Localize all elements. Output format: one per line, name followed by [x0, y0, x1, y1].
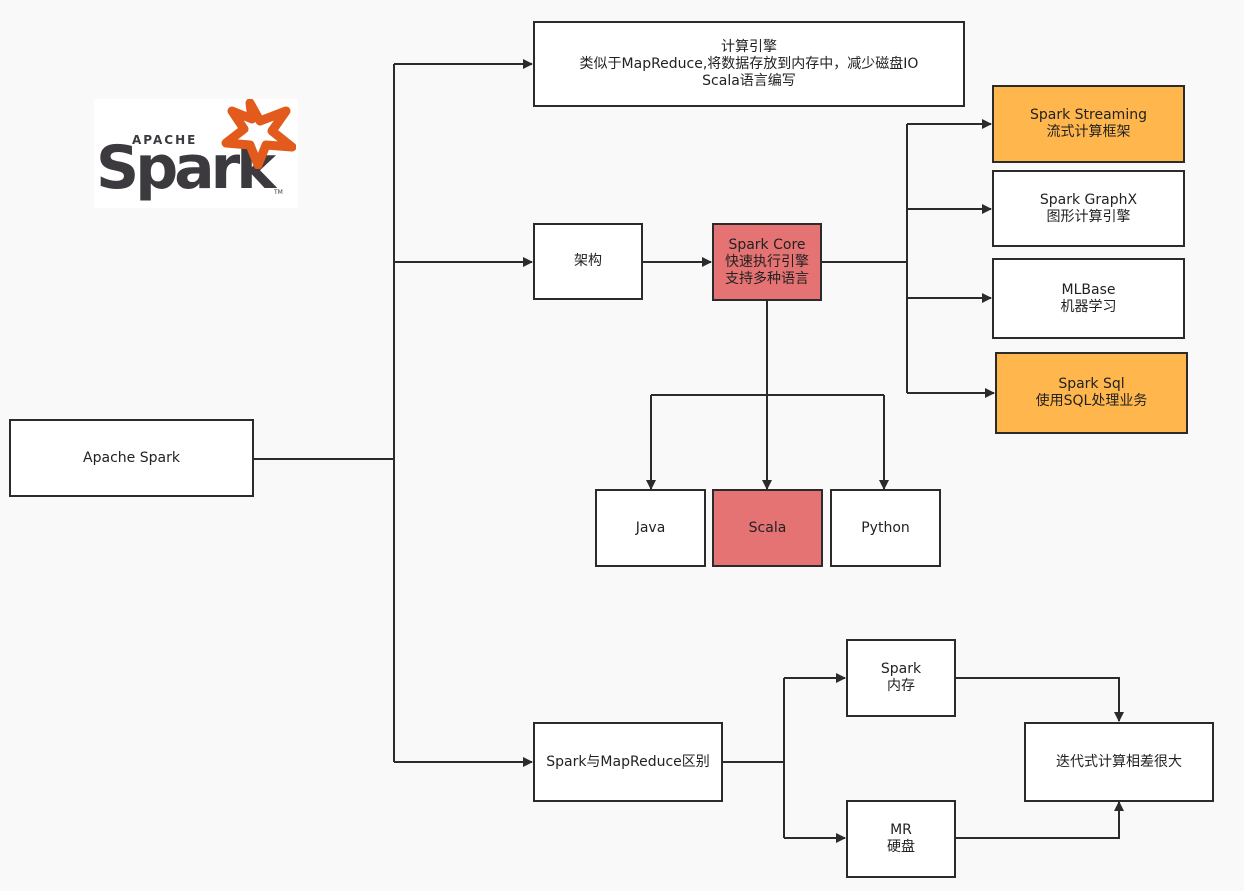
- node-spark-graphx[interactable]: Spark GraphX 图形计算引擎: [992, 170, 1185, 247]
- node-java[interactable]: Java: [595, 489, 706, 567]
- node-spark-vs-mapreduce[interactable]: Spark与MapReduce区别: [533, 722, 723, 802]
- node-line: 快速执行引擎: [725, 253, 809, 270]
- spark-star-icon: [221, 99, 296, 169]
- node-mr-disk[interactable]: MR 硬盘: [846, 800, 956, 878]
- logo-tm-text: TM: [274, 189, 283, 196]
- node-line: Spark: [880, 661, 922, 677]
- node-line: Spark与MapReduce区别: [546, 753, 710, 770]
- edge-spark-to-iterative: [955, 677, 1124, 722]
- node-line: 机器学习: [1060, 298, 1117, 315]
- node-line: Python: [861, 519, 910, 536]
- edge-mr-to-iterative: [955, 801, 1124, 839]
- node-architecture[interactable]: 架构: [533, 223, 643, 300]
- node-line: Spark Sql: [1058, 376, 1125, 392]
- node-iterative-compute[interactable]: 迭代式计算相差很大: [1024, 722, 1214, 802]
- node-apache-spark[interactable]: Apache Spark: [9, 419, 254, 497]
- node-line: Spark Core: [728, 236, 806, 253]
- node-line: MR: [890, 822, 912, 838]
- node-line: 图形计算引擎: [1046, 208, 1131, 225]
- node-line: 架构: [574, 253, 602, 269]
- node-compute-engine[interactable]: 计算引擎 类似于MapReduce,将数据存放到内存中，减少磁盘IO Scala…: [533, 21, 965, 107]
- logo-apache-text: APACHE: [132, 133, 198, 147]
- apache-spark-logo: APACHE Spark TM: [94, 99, 298, 208]
- node-line: Spark Streaming: [1030, 107, 1147, 123]
- node-line: Java: [635, 519, 666, 536]
- node-spark-core[interactable]: Spark Core 快速执行引擎 支持多种语言: [712, 223, 822, 301]
- node-scala[interactable]: Scala: [712, 489, 823, 567]
- node-line: Scala: [748, 519, 787, 536]
- node-spark-sql[interactable]: Spark Sql 使用SQL处理业务: [995, 352, 1188, 434]
- node-line: 支持多种语言: [725, 270, 809, 287]
- node-line: 内存: [887, 678, 915, 694]
- node-line: 流式计算框架: [1046, 124, 1131, 140]
- node-python[interactable]: Python: [830, 489, 941, 567]
- node-line: 使用SQL处理业务: [1035, 393, 1148, 409]
- node-spark-memory[interactable]: Spark 内存: [846, 639, 956, 717]
- node-line: 类似于MapReduce,将数据存放到内存中，减少磁盘IO: [579, 55, 919, 72]
- node-line: MLBase: [1061, 281, 1116, 298]
- node-line: 硬盘: [887, 839, 915, 855]
- node-spark-streaming[interactable]: Spark Streaming 流式计算框架: [992, 85, 1185, 163]
- node-line: Spark GraphX: [1039, 191, 1138, 208]
- node-line: Apache Spark: [83, 449, 180, 466]
- node-line: Scala语言编写: [702, 72, 796, 89]
- node-mlbase[interactable]: MLBase 机器学习: [992, 258, 1185, 339]
- node-line: 迭代式计算相差很大: [1056, 753, 1182, 770]
- node-line: 计算引擎: [721, 38, 777, 55]
